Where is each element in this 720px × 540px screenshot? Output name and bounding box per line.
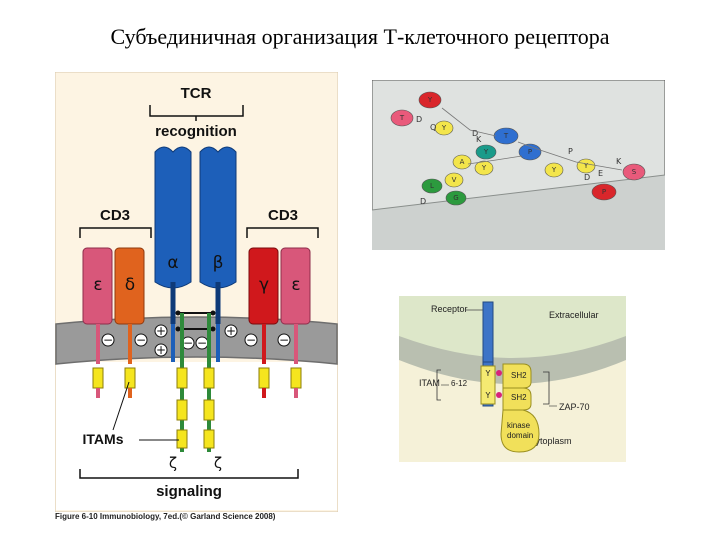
residue-bead: [418, 91, 442, 109]
residue-bead: [622, 163, 646, 181]
zap70-label: ZAP-70: [559, 402, 590, 412]
bead-letter: G: [453, 194, 458, 202]
epsilon-left-label: ε: [93, 275, 102, 295]
zap70-sh2-bottom: [502, 387, 532, 411]
itam-label: ITAM: [419, 378, 440, 388]
itam-box: [480, 365, 496, 405]
residue-bead: [452, 154, 472, 170]
bead-letter: Y: [441, 124, 447, 132]
tcr-alpha-chain: [154, 146, 192, 289]
gamma-label: γ: [259, 275, 269, 295]
tcr-label: TCR: [181, 85, 212, 102]
residue-bead: [445, 190, 467, 206]
bead-letter: P: [602, 188, 606, 196]
bead-letter: P: [528, 148, 532, 156]
cd3-right-label: CD3: [268, 207, 298, 224]
kinase-label-1: kinase: [507, 421, 531, 430]
bead-letter: L: [430, 182, 434, 190]
cd3-itam: [290, 367, 302, 389]
itams-label: ITAMs: [83, 431, 124, 447]
residue-bead: [475, 144, 497, 160]
tcr-beta-chain: [199, 146, 237, 289]
bead-letter: Y: [483, 148, 489, 156]
residue-bead: [474, 160, 494, 176]
signaling-label: signaling: [156, 483, 222, 500]
sequence-letter: D: [416, 115, 422, 124]
y-bottom-label: Y: [485, 391, 491, 400]
itam-sequence-panel: Y T Y T Y P A Y V Y L G S P Y D Q D K P …: [372, 80, 665, 250]
receptor-chain: [482, 301, 494, 363]
sequence-letter: P: [568, 147, 573, 156]
zap70-kinase-domain: [500, 409, 540, 453]
sequence-letter: Q: [430, 123, 436, 132]
tcr-cd3-diagram: TCR recognition α β CD3 CD3 ε δ γ ε − − …: [55, 72, 338, 512]
sequence-letter: D: [472, 129, 478, 138]
cytoplasm-label: Cytoplasm: [529, 436, 572, 446]
residue-bead: [576, 158, 596, 174]
sh2-bottom-label: SH2: [511, 393, 527, 402]
cd3-itam: [92, 367, 104, 389]
kinase-label-2: domain: [507, 431, 533, 440]
residue-bead: [434, 120, 454, 136]
residue-bead: [493, 127, 519, 145]
residue-bead: [444, 172, 464, 188]
minus-charge: −: [279, 333, 289, 347]
cd3-left-label: CD3: [100, 207, 130, 224]
zeta-itam: [203, 399, 215, 421]
minus-charge: −: [183, 336, 193, 350]
bead-letter: A: [460, 158, 465, 166]
y-top-label: Y: [485, 369, 491, 378]
sequence-letter: D: [420, 197, 426, 206]
zeta-itam: [176, 367, 188, 389]
zap70-itam-panel: Receptor Extracellular ITAM 6-12 ZAP-70 …: [399, 296, 626, 462]
residue-bead: [591, 183, 617, 201]
figure-caption: Figure 6-10 Immunobiology, 7ed.(© Garlan…: [55, 512, 276, 521]
cd3-itam: [258, 367, 270, 389]
minus-charge: −: [103, 333, 113, 347]
delta-label: δ: [125, 275, 135, 295]
zeta-right-label: ζ: [214, 454, 222, 472]
spacer-label: 6-12: [451, 379, 468, 388]
phosphate: [496, 392, 502, 398]
zeta-itam: [203, 367, 215, 389]
zeta-itam: [176, 399, 188, 421]
slide-title: Субъединичная организация Т-клеточного р…: [110, 24, 610, 49]
alpha-label: α: [167, 253, 178, 273]
minus-charge: −: [197, 336, 207, 350]
bead-letter: V: [452, 176, 457, 184]
recognition-label: recognition: [155, 123, 237, 140]
sequence-letter: K: [476, 135, 482, 144]
cd3-itam: [124, 367, 136, 389]
zeta-itam: [176, 429, 188, 449]
sequence-letter: E: [598, 169, 603, 178]
bead-letter: T: [503, 132, 509, 140]
sh2-top-label: SH2: [511, 371, 527, 380]
plus-charge: +: [156, 343, 166, 357]
phosphate: [496, 370, 502, 376]
receptor-label: Receptor: [431, 304, 468, 314]
plus-charge: +: [226, 324, 236, 338]
epsilon-right-label: ε: [291, 275, 300, 295]
beta-label: β: [213, 253, 224, 273]
bead-letter: T: [399, 114, 405, 122]
bead-letter: Y: [583, 162, 589, 170]
minus-charge: −: [136, 333, 146, 347]
residue-bead: [544, 162, 564, 178]
sequence-letter: D: [584, 173, 590, 182]
sequence-letter: K: [616, 157, 622, 166]
bead-letter: Y: [427, 96, 433, 104]
zeta-left-label: ζ: [169, 454, 177, 472]
residue-bead: [390, 109, 414, 127]
extracellular-label: Extracellular: [549, 310, 599, 320]
bead-letter: S: [632, 168, 637, 176]
bead-letter: Y: [551, 166, 557, 174]
zeta-itam: [203, 429, 215, 449]
minus-charge: −: [246, 333, 256, 347]
plus-charge: +: [156, 324, 166, 338]
bead-letter: Y: [481, 164, 487, 172]
residue-bead: [421, 178, 443, 194]
